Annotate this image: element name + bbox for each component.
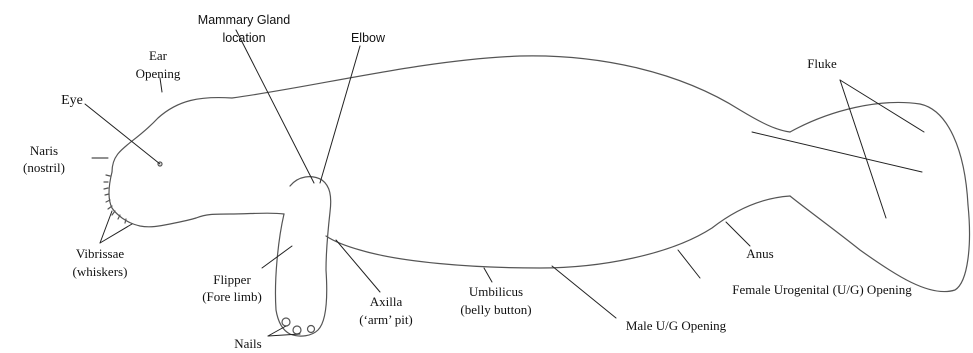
label-male-ug: Male U/G Opening xyxy=(626,318,727,333)
leader-vibrissae-1 xyxy=(100,211,112,243)
label-fluke: Fluke xyxy=(807,56,837,71)
leader-fluke-2 xyxy=(840,80,886,218)
labels: Mammary Gland location Elbow Ear Opening… xyxy=(23,13,912,351)
leader-fluke-1 xyxy=(840,80,924,132)
snout xyxy=(109,172,196,227)
flipper xyxy=(275,177,330,336)
label-naris-line1: Naris xyxy=(30,143,58,158)
label-vibrissae-line2: (whiskers) xyxy=(73,264,128,279)
leader-anus xyxy=(726,222,750,246)
nail-3 xyxy=(308,326,315,333)
leader-eye xyxy=(85,104,160,164)
label-anus: Anus xyxy=(746,246,773,261)
fluke-lower xyxy=(790,196,969,292)
label-vibrissae-line1: Vibrissae xyxy=(76,246,125,261)
leader-female-ug xyxy=(678,250,700,278)
label-ear-line1: Ear xyxy=(149,48,168,63)
leader-male-ug xyxy=(552,266,616,318)
label-umbilicus-line2: (belly button) xyxy=(460,302,531,317)
leader-mammary xyxy=(236,30,314,183)
label-ear-line2: Opening xyxy=(136,66,181,81)
leader-fluke-3 xyxy=(752,132,922,172)
label-nails: Nails xyxy=(234,336,261,351)
label-female-ug: Female Urogenital (U/G) Opening xyxy=(732,282,912,297)
belly-contour xyxy=(326,196,790,268)
label-naris-line2: (nostril) xyxy=(23,160,65,175)
leader-nails-1 xyxy=(268,326,286,336)
label-axilla-line2: (‘arm’ pit) xyxy=(359,312,413,327)
label-mammary-line1: Mammary Gland xyxy=(198,13,290,27)
label-elbow: Elbow xyxy=(351,31,386,45)
whisker-ticks xyxy=(104,175,126,223)
nail-2 xyxy=(293,326,301,334)
label-flipper-line1: Flipper xyxy=(213,272,251,287)
throat xyxy=(196,213,284,218)
back-contour xyxy=(112,56,790,172)
label-umbilicus-line1: Umbilicus xyxy=(469,284,523,299)
label-eye: Eye xyxy=(61,93,83,108)
nail-1 xyxy=(282,318,290,326)
label-flipper-line2: (Fore limb) xyxy=(202,289,262,304)
label-mammary-line2: location xyxy=(222,31,265,45)
fluke-upper xyxy=(790,102,968,205)
leader-vibrissae-2 xyxy=(100,224,132,243)
leader-umbilicus xyxy=(484,268,492,282)
leader-axilla xyxy=(336,240,380,292)
leader-elbow xyxy=(320,46,360,183)
label-axilla-line1: Axilla xyxy=(370,294,403,309)
